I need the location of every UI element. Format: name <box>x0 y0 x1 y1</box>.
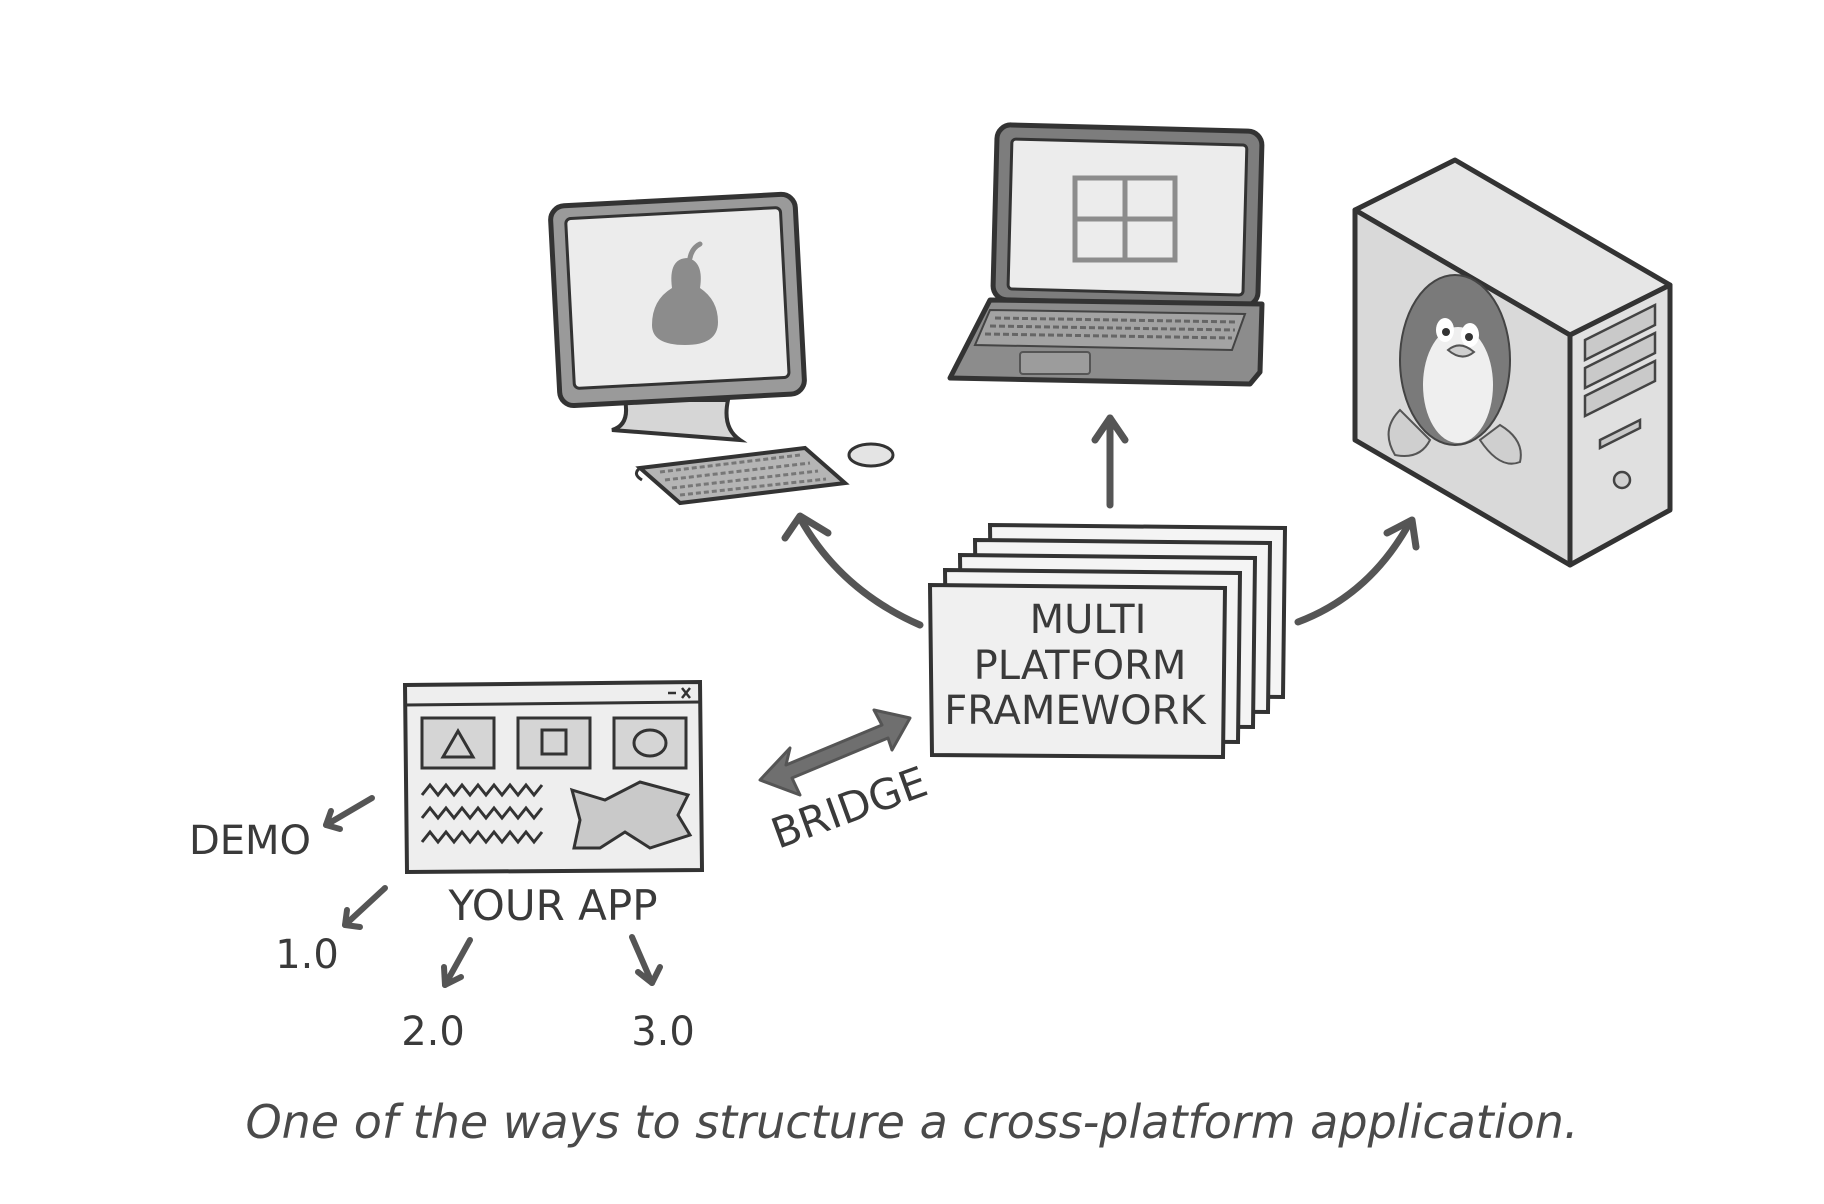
mouse <box>847 442 895 468</box>
laptop-computer <box>947 122 1265 387</box>
image-placeholder <box>569 780 693 850</box>
app-window <box>402 679 705 875</box>
bridge-double-arrow-icon <box>758 708 912 797</box>
version-arrows <box>323 795 663 988</box>
framework-label-line1: MULTI <box>1030 597 1147 643</box>
framework-label-line2: PLATFORM <box>974 643 1187 689</box>
pear-logo-icon <box>652 241 718 345</box>
version-2-label: 2.0 <box>401 1009 465 1055</box>
figure-caption: One of the ways to structure a cross-pla… <box>245 1095 1579 1149</box>
square-icon <box>540 728 568 756</box>
arrow-to-tower <box>1294 518 1414 626</box>
app-label: YOUR APP <box>447 881 657 930</box>
penguin-logo-icon <box>1387 274 1522 465</box>
keyboard <box>635 445 850 506</box>
window-logo-icon <box>1072 175 1178 263</box>
version-3-label: 3.0 <box>631 1009 695 1055</box>
desktop-computer <box>548 191 895 506</box>
version-1-label: 1.0 <box>275 932 339 978</box>
framework-stack: MULTI PLATFORM FRAMEWORK <box>927 522 1288 760</box>
tower-computer <box>1352 157 1673 568</box>
arrow-to-desktop <box>796 514 924 629</box>
version-demo-label: DEMO <box>189 818 311 864</box>
triangle-icon <box>440 727 476 759</box>
distribution-arrows <box>781 414 1420 629</box>
framework-label-line3: FRAMEWORK <box>944 688 1207 734</box>
circle-icon <box>632 728 668 758</box>
